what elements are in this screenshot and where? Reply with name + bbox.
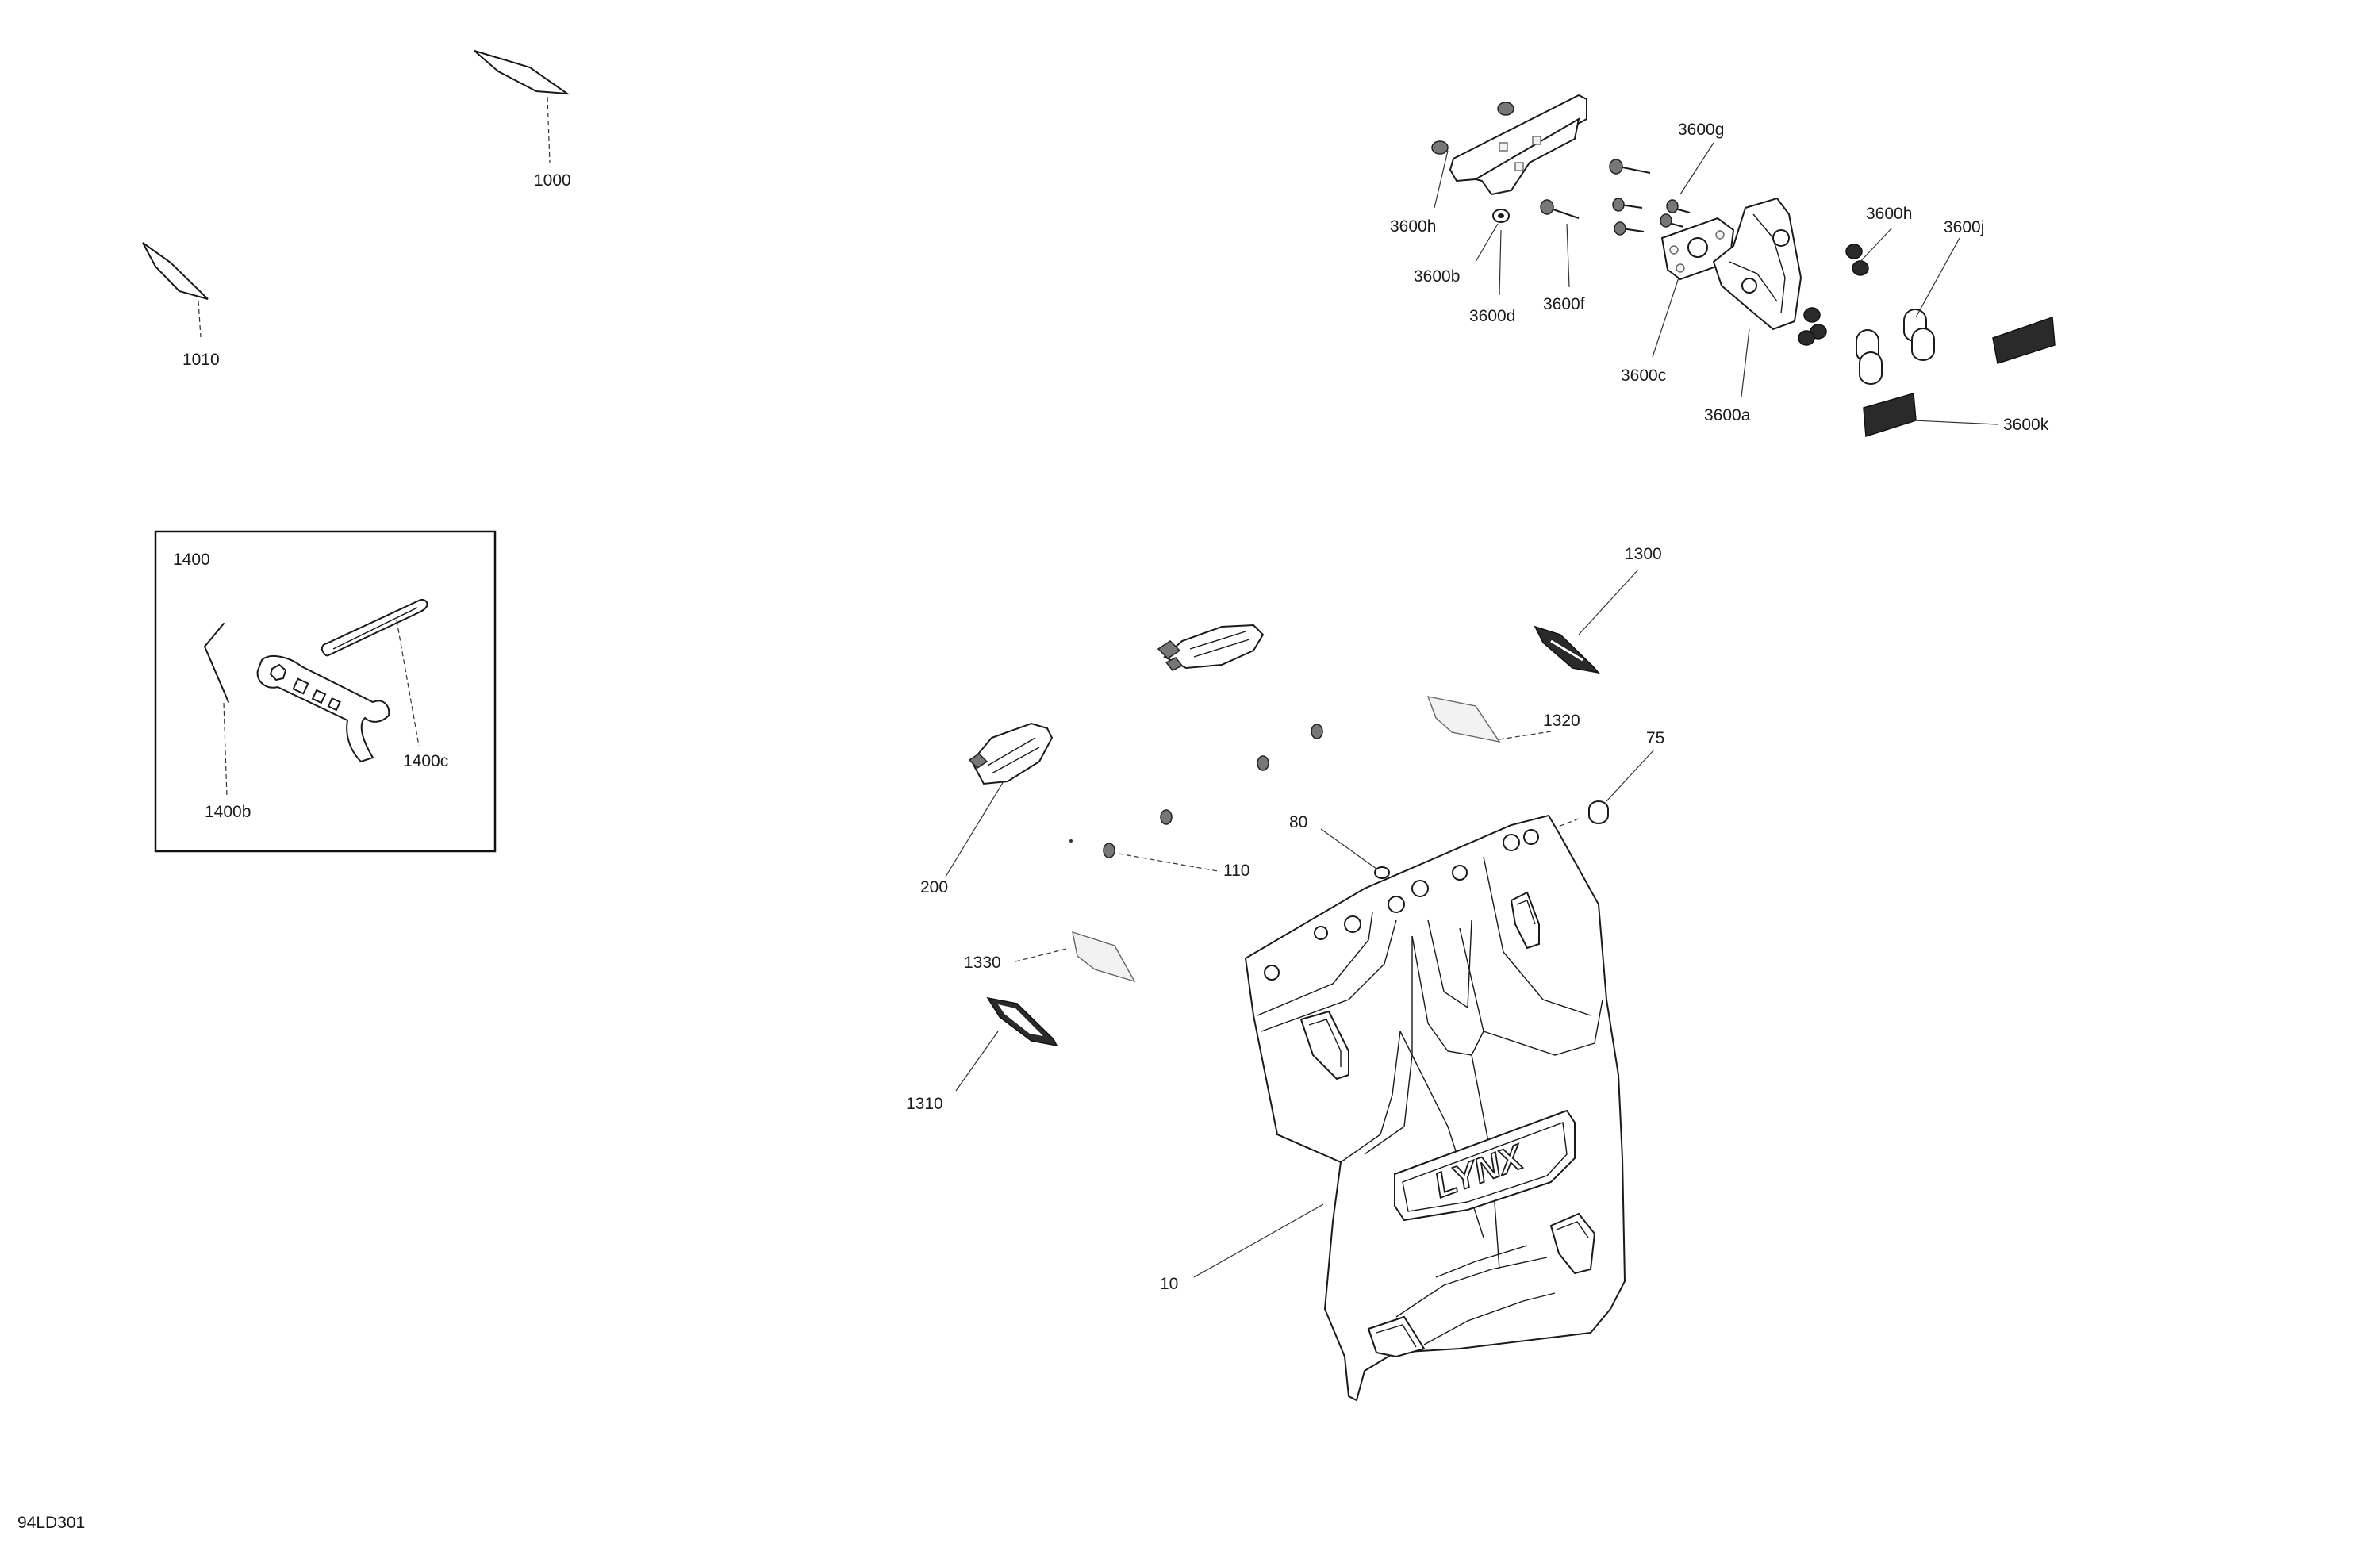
callout-1300: 1300: [1625, 545, 1662, 563]
callout-3600f: 3600f: [1543, 295, 1585, 313]
allen-key-icon: [203, 623, 229, 703]
callout-3600b: 3600b: [1414, 267, 1460, 286]
decal-1300: [1534, 569, 1639, 674]
tool-kit-box: [154, 530, 497, 853]
light-lower: [945, 722, 1054, 877]
callout-3600a: 3600a: [1704, 406, 1751, 424]
rear-panel-10: LYNX: [1193, 814, 1626, 1402]
callout-75: 75: [1646, 729, 1664, 747]
callout-200: 200: [920, 878, 948, 896]
callout-80: 80: [1289, 813, 1307, 831]
decal-1010: [142, 242, 209, 338]
strap-tool-icon: [321, 598, 428, 657]
callout-1320: 1320: [1543, 712, 1580, 730]
decal-1310: [955, 996, 1058, 1092]
callout-3600c: 3600c: [1621, 367, 1666, 385]
callout-3600k: 3600k: [2003, 416, 2049, 434]
callout-1400c: 1400c: [403, 752, 448, 770]
callout-1330: 1330: [964, 954, 1001, 972]
callout-10: 10: [1160, 1275, 1178, 1293]
light-upper: [1157, 624, 1265, 671]
callout-3600j: 3600j: [1944, 218, 1984, 236]
callout-labels: 1000 1010 1400b 1400c 3600g 3600h 3600h …: [17, 121, 2049, 1532]
diagram-id: 94LD301: [17, 1514, 85, 1532]
callout-3600d: 3600d: [1469, 307, 1515, 325]
plate-bracket-assembly: [1431, 94, 2056, 437]
decal-1000: [474, 50, 570, 163]
wrench-icon: [256, 654, 390, 763]
decal-1330: [1015, 931, 1136, 983]
callout-3600g: 3600g: [1678, 121, 1724, 139]
callout-1000: 1000: [534, 171, 571, 190]
callout-1010: 1010: [182, 351, 220, 369]
callout-3600h-right: 3600h: [1866, 205, 1912, 223]
callout-1400b: 1400b: [205, 803, 251, 821]
kit-box-title: 1400: [173, 551, 210, 569]
fasteners-110: [1069, 724, 1323, 872]
washer-75: [1511, 749, 1655, 846]
callout-110: 110: [1223, 862, 1250, 880]
washer-80: [1320, 828, 1390, 879]
callout-1310: 1310: [906, 1095, 943, 1113]
decal-1320: [1426, 696, 1552, 743]
callout-3600h-left: 3600h: [1390, 217, 1436, 236]
